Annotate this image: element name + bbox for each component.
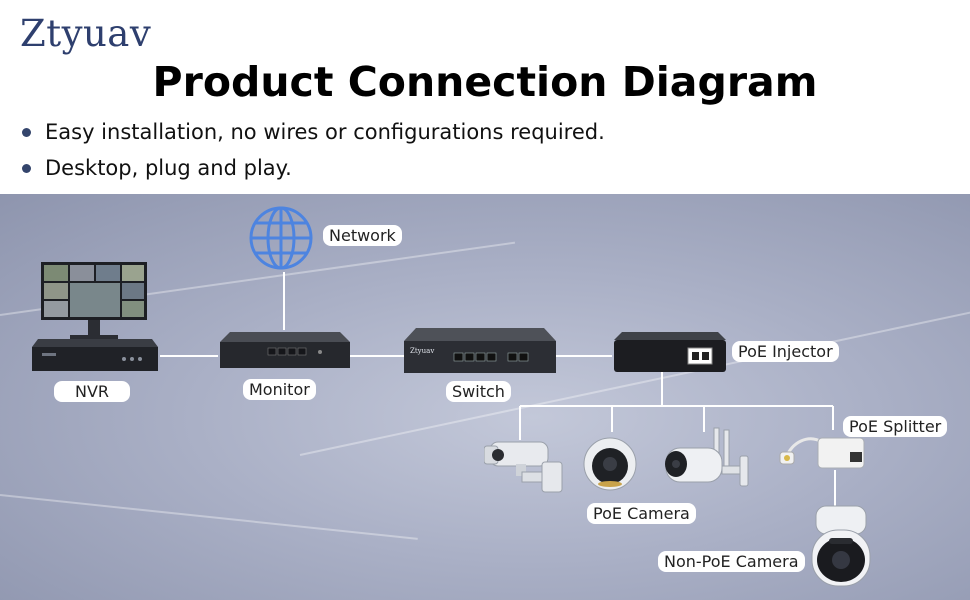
- poe-splitter-label: PoE Splitter: [843, 416, 948, 437]
- feature-item: Easy installation, no wires or configura…: [22, 114, 605, 150]
- monitor-label: Monitor: [243, 379, 316, 400]
- switch-device: Ztyuav: [404, 328, 556, 373]
- feature-text: Easy installation, no wires or configura…: [45, 120, 605, 144]
- page-title: Product Connection Diagram: [152, 58, 818, 106]
- bullet-dot-icon: [22, 163, 31, 173]
- wifi-bullet-camera: [665, 427, 749, 487]
- globe-icon: [249, 206, 313, 270]
- network-label: Network: [323, 225, 402, 246]
- dome-camera: [583, 437, 637, 491]
- switch-label: Switch: [446, 381, 511, 402]
- bullet-dot-icon: [22, 127, 31, 137]
- brand-logo: Ztyuav: [20, 12, 152, 55]
- router-device: [220, 332, 350, 368]
- switch-brand: Ztyuav: [410, 347, 434, 355]
- poe-injector-label: PoE Injector: [732, 341, 839, 362]
- nvr-recorder: [32, 339, 158, 371]
- nvr-label: NVR: [54, 381, 130, 402]
- bullet-camera: [484, 441, 563, 493]
- poe-camera-label: PoE Camera: [587, 503, 696, 524]
- nvr-monitor: [41, 262, 147, 341]
- feature-item: Desktop, plug and play.: [22, 150, 605, 186]
- feature-text: Desktop, plug and play.: [45, 156, 292, 180]
- non-poe-camera-label: Non-PoE Camera: [658, 551, 805, 572]
- poe-splitter-device: [779, 437, 865, 469]
- ptz-camera: [811, 505, 871, 587]
- poe-injector-device: [614, 332, 726, 372]
- feature-list: Easy installation, no wires or configura…: [22, 114, 605, 186]
